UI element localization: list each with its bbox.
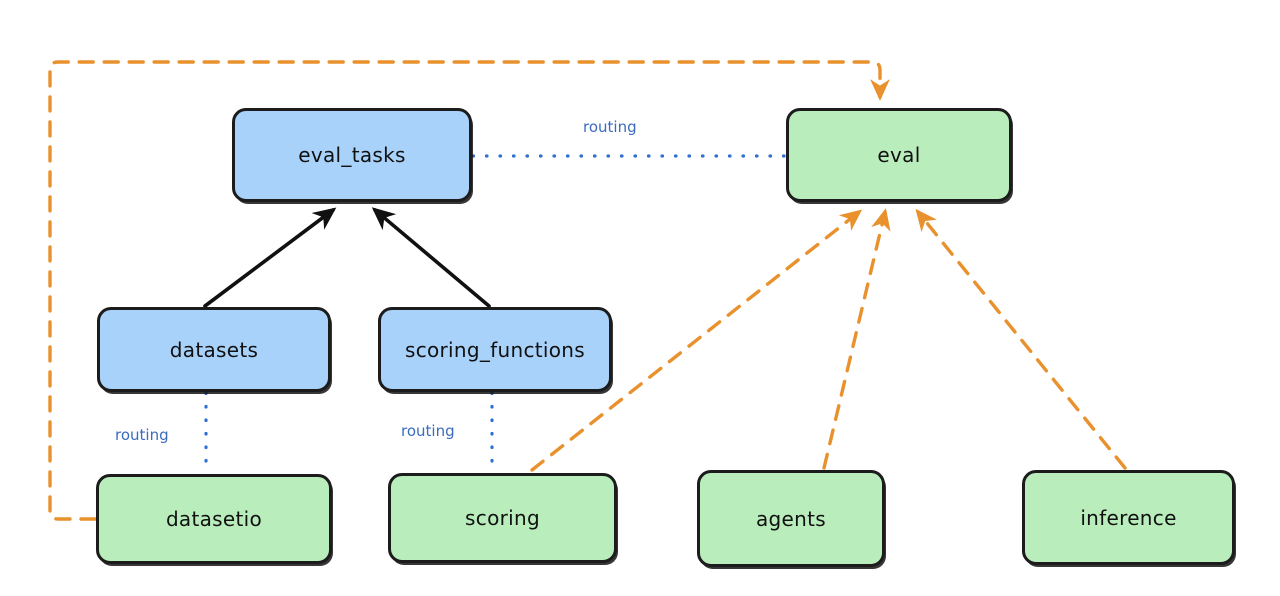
node-inference-label: inference	[1080, 505, 1177, 530]
node-agents-label: agents	[756, 506, 826, 531]
edge-label-routing-datasets-datasetio: routing	[112, 426, 172, 444]
edge-datasets-eval-tasks	[203, 207, 337, 308]
edge-scoring-functions-eval-tasks	[371, 207, 491, 308]
node-scoring[interactable]: scoring	[388, 473, 617, 563]
node-eval[interactable]: eval	[786, 108, 1012, 202]
node-scoring-functions-label: scoring_functions	[404, 337, 586, 362]
edge-label-routing-eval-tasks-eval: routing	[580, 118, 640, 136]
edge-scoring-eval	[530, 209, 863, 472]
node-datasetio[interactable]: datasetio	[96, 474, 332, 564]
node-agents[interactable]: agents	[697, 470, 885, 567]
node-datasetio-label: datasetio	[165, 507, 263, 531]
node-eval-label: eval	[877, 143, 921, 167]
node-scoring-functions[interactable]: scoring_functions	[378, 307, 612, 392]
edge-agents-eval	[822, 208, 891, 470]
node-datasets-label: datasets	[169, 337, 259, 362]
edge-label-routing-scoring-functions-scoring: routing	[398, 422, 458, 440]
node-datasets[interactable]: datasets	[97, 307, 331, 392]
node-eval-tasks[interactable]: eval_tasks	[232, 108, 472, 202]
node-scoring-label: scoring	[465, 506, 540, 530]
edge-datasetio-eval	[48, 60, 890, 521]
node-eval-tasks-label: eval_tasks	[298, 143, 406, 167]
edge-inference-eval	[915, 208, 1127, 470]
node-inference[interactable]: inference	[1022, 470, 1235, 565]
